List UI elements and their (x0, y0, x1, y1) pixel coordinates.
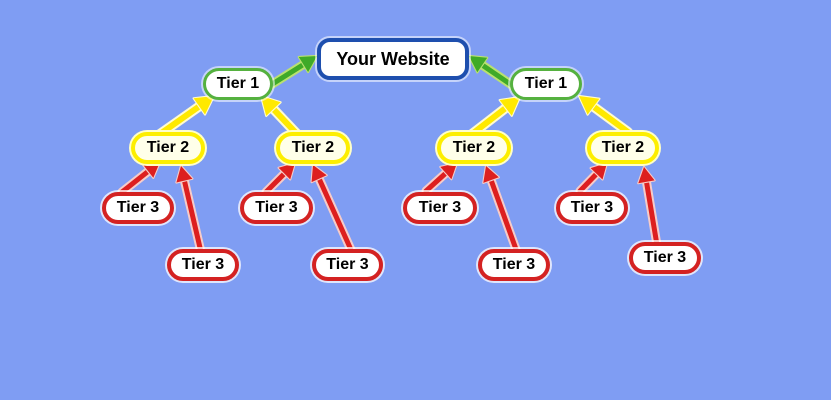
tier2-node-1: Tier 2 (131, 132, 205, 164)
arrow-tier2-3-to-tier1-right (467, 95, 522, 139)
tier3-lower-node-4: Tier 3 (629, 242, 701, 274)
tier3-lower-node-3: Tier 3 (478, 249, 550, 281)
tier3-lower-node-2: Tier 3 (312, 249, 383, 281)
arrow-tier3-l1-to-tier2-1 (175, 164, 206, 257)
arrow-tier2-1-to-tier1-left (155, 94, 216, 139)
arrow-tier1-right-to-website (467, 54, 521, 93)
arrow-tier3-u1-to-tier2-1 (117, 160, 162, 197)
tier3-upper-node-4: Tier 3 (556, 192, 628, 224)
tier3-upper-node-2: Tier 3 (240, 192, 313, 224)
website-node: Your Website (317, 38, 469, 80)
tier3-lower-node-1: Tier 3 (167, 249, 239, 281)
arrow-tier3-u2-to-tier2-2 (261, 161, 297, 197)
arrow-tier2-2-to-tier1-left (259, 94, 302, 139)
arrow-tier2-4-to-tier1-right (577, 94, 633, 137)
tier2-node-2: Tier 2 (276, 132, 350, 164)
arrow-tier3-l2-to-tier2-2 (310, 163, 357, 257)
tier2-node-4: Tier 2 (587, 132, 659, 164)
arrow-tier3-u3-to-tier2-3 (421, 161, 459, 196)
tier1-node-left: Tier 1 (203, 68, 273, 100)
arrow-tier3-u4-to-tier2-4 (575, 161, 609, 196)
tier1-node-right: Tier 1 (510, 68, 582, 100)
arrow-tier3-l3-to-tier2-3 (482, 164, 522, 257)
tier2-node-3: Tier 2 (437, 132, 511, 164)
tier3-upper-node-3: Tier 3 (403, 192, 477, 224)
arrow-tier3-l4-to-tier2-4 (637, 165, 662, 250)
arrow-tier1-left-to-website (261, 54, 319, 93)
tier3-upper-node-1: Tier 3 (102, 192, 174, 224)
